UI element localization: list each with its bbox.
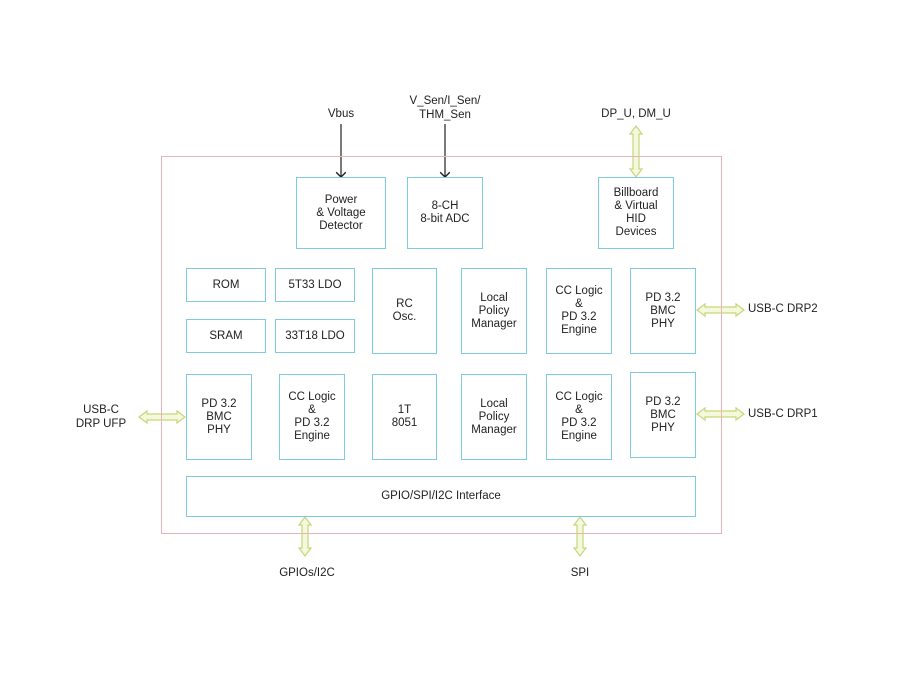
- cc-logic-ufp-block: CC Logic & PD 3.2 Engine: [279, 374, 345, 460]
- sensor-label: V_Sen/I_Sen/ THM_Sen: [409, 95, 481, 121]
- adc-block: 8-CH 8-bit ADC: [407, 177, 483, 249]
- usbc-drp2-bus-arrow: [696, 302, 745, 318]
- power-voltage-detector-block: Power & Voltage Detector: [296, 177, 386, 249]
- usbc-ufp-bus-arrow: [138, 409, 186, 425]
- spi-label: SPI: [570, 567, 590, 579]
- usbc-drp1-label: USB-C DRP1: [748, 408, 818, 420]
- sram-block: SRAM: [186, 319, 266, 353]
- mcu-8051-block: 1T 8051: [372, 374, 437, 460]
- pd-phy-drp1-block: PD 3.2 BMC PHY: [630, 372, 696, 458]
- chip-boundary: [161, 156, 722, 534]
- usbc-drp2-label: USB-C DRP2: [748, 303, 818, 315]
- usbc-ufp-label: USB-C DRP UFP: [75, 404, 127, 430]
- gpios-i2c-bus-arrow: [297, 516, 313, 557]
- rc-osc-block: RC Osc.: [372, 268, 437, 354]
- ldo-5t33-block: 5T33 LDO: [275, 268, 355, 302]
- usbc-drp1-bus-arrow: [696, 406, 745, 422]
- cc-logic-block-1: CC Logic & PD 3.2 Engine: [546, 268, 612, 354]
- gpios-i2c-label: GPIOs/I2C: [279, 567, 335, 579]
- dp-dm-label: DP_U, DM_U: [601, 108, 671, 120]
- vbus-label: Vbus: [327, 108, 355, 120]
- pd-phy-drp2-block: PD 3.2 BMC PHY: [630, 268, 696, 354]
- local-policy-manager-block-2: Local Policy Manager: [461, 374, 527, 460]
- spi-bus-arrow: [572, 516, 588, 557]
- rom-block: ROM: [186, 268, 266, 302]
- billboard-block: Billboard & Virtual HID Devices: [598, 177, 674, 249]
- local-policy-manager-block-1: Local Policy Manager: [461, 268, 527, 354]
- cc-logic-block-2: CC Logic & PD 3.2 Engine: [546, 374, 612, 460]
- pd-phy-ufp-block: PD 3.2 BMC PHY: [186, 374, 252, 460]
- ldo-33t18-block: 33T18 LDO: [275, 319, 355, 353]
- gpio-spi-i2c-interface-block: GPIO/SPI/I2C Interface: [186, 476, 696, 517]
